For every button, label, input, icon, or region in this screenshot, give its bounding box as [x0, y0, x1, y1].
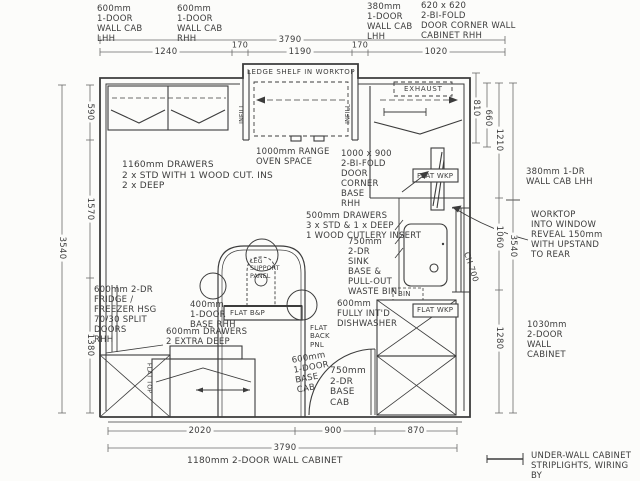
note-flat-bp: FLAT B&P — [230, 309, 265, 317]
stool-circle — [286, 289, 318, 321]
dim-right-seg-2: 660 — [483, 107, 493, 129]
dimension-lines — [58, 36, 517, 452]
ledge-shelf-alcove — [242, 64, 359, 142]
note-flat-wkp-bottom: FLAT WKP — [417, 306, 454, 314]
note-base-600-cab: 600mm 1-DOOR BASE CAB — [291, 350, 330, 396]
dim-right-seg-4: 1060 — [494, 223, 504, 251]
note-flat-back-pnl: FLAT BACK PNL — [310, 324, 330, 349]
dim-right-overall: 3540 — [508, 232, 518, 260]
note-wall-cab-1030: 1030mm 2-DOOR WALL CABINET — [527, 320, 567, 361]
window-right-wall — [452, 207, 470, 293]
note-sink-750: 750mm 2-DR SINK BASE & PULL-OUT WASTE BI… — [348, 237, 398, 298]
worktop-arrow-left — [256, 96, 265, 104]
peninsula — [217, 245, 306, 417]
dim-top-seg-3: 1020 — [422, 47, 450, 57]
leg-support-panel-outline — [246, 256, 276, 306]
note-corner-base: 1000 x 900 2-BI-FOLD DOOR CORNER BASE RH… — [341, 149, 392, 210]
fridge-freezer — [99, 285, 171, 418]
dim-top-gap-1: 170 — [229, 40, 251, 50]
corner-base-arrow — [419, 171, 429, 179]
stool-circles — [199, 238, 318, 321]
note-infill-right: INFILL — [344, 104, 352, 124]
dim-top-seg-2: 1190 — [286, 47, 314, 57]
flat-wkp-bottom-box — [412, 303, 459, 318]
note-wall-cab-600-lhh: 600mm 1-DOOR WALL CAB LHH — [97, 4, 143, 45]
sink-run — [392, 198, 448, 301]
note-leg-support: LEG SUPPORT PANEL — [250, 258, 280, 280]
dim-bottom-seg-2: 900 — [322, 426, 344, 436]
dim-top-seg-1: 1240 — [152, 47, 180, 57]
note-wall-cab-600-rhh: 600mm 1-DOOR WALL CAB RHH — [177, 4, 223, 45]
leg-post — [254, 273, 268, 287]
dim-right-seg-3: 1210 — [494, 126, 504, 154]
note-corner-wall-cab-620: 620 x 620 2-BI-FOLD DOOR CORNER WALL CAB… — [421, 1, 516, 42]
note-drawers-500: 500mm DRAWERS 3 x STD & 1 x DEEP 1 WOOD … — [306, 211, 422, 242]
wall-cabinets-top-left — [107, 85, 229, 131]
note-exhaust: EXHAUST — [404, 85, 443, 93]
note-base-400: 400mm 1-DOOR BASE RHH — [190, 300, 236, 331]
note-wall-cab-380-top: 380mm 1-DOOR WALL CAB LHH — [367, 2, 413, 43]
dim-bottom-seg-1: 2020 — [186, 426, 214, 436]
note-drawers-1160: 1160mm DRAWERS 2 x STD WITH 1 WOOD CUT. … — [122, 160, 274, 192]
note-worktop-reveal: WORKTOP INTO WINDOW REVEAL 150mm WITH UP… — [531, 210, 603, 261]
note-flat-top: FLAT TOP — [145, 362, 153, 394]
stool-circle — [199, 272, 227, 300]
legend-striplight-symbol — [486, 453, 524, 465]
dim-right-seg-1: 810 — [471, 97, 481, 119]
dim-left-seg-3: 1380 — [85, 331, 95, 359]
dim-bottom-overall: 3790 — [271, 443, 299, 453]
note-drawers-600-deep: 600mm DRAWERS 2 EXTRA DEEP — [166, 327, 248, 348]
sink-basin — [403, 223, 448, 287]
stool-circle — [245, 238, 279, 272]
drawer-units-bottom-left — [151, 345, 256, 418]
worktop-arrow-right — [449, 96, 458, 104]
dim-right-seg-5: 1280 — [494, 324, 504, 352]
note-base-750-cab: 750mm 2-DR BASE CAB — [330, 366, 366, 408]
note-wall-cab-1180: 1180mm 2-DOOR WALL CABINET — [187, 456, 343, 466]
worktop-note-arrow — [452, 205, 462, 213]
note-bin: BIN — [398, 290, 411, 298]
note-flat-wkp-top: FLAT WKP — [417, 172, 454, 180]
entry-door-swing — [308, 348, 376, 416]
note-infill-left: INFILL — [238, 104, 246, 124]
note-ledge-shelf: LEDGE SHELF IN WORKTOP — [247, 68, 356, 76]
dim-left-seg-2: 1570 — [85, 195, 95, 223]
dim-left-overall: 3540 — [57, 234, 67, 262]
dim-top-gap-2: 170 — [349, 40, 371, 50]
sink-drain — [429, 263, 439, 273]
dim-top-overall: 3790 — [276, 35, 304, 45]
exhaust-box — [393, 81, 453, 97]
note-wall-cab-380-right: 380mm 1-DR WALL CAB LHH — [526, 167, 593, 188]
legend-striplights-text: UNDER-WALL CABINET STRIPLIGHTS, WIRING B… — [531, 451, 632, 481]
note-fridge-600: 600mm 2-DR FRIDGE / FREEZER HSG 70/30 SP… — [94, 285, 157, 346]
corner-wall-cabinet-top-right — [369, 81, 464, 211]
dim-bottom-seg-3: 870 — [405, 426, 427, 436]
note-dishwasher-600: 600mm FULLY INT'D DISHWASHER — [337, 299, 398, 330]
dim-left-seg-1: 590 — [85, 101, 95, 123]
note-range-oven: 1000mm RANGE OVEN SPACE — [256, 147, 330, 168]
